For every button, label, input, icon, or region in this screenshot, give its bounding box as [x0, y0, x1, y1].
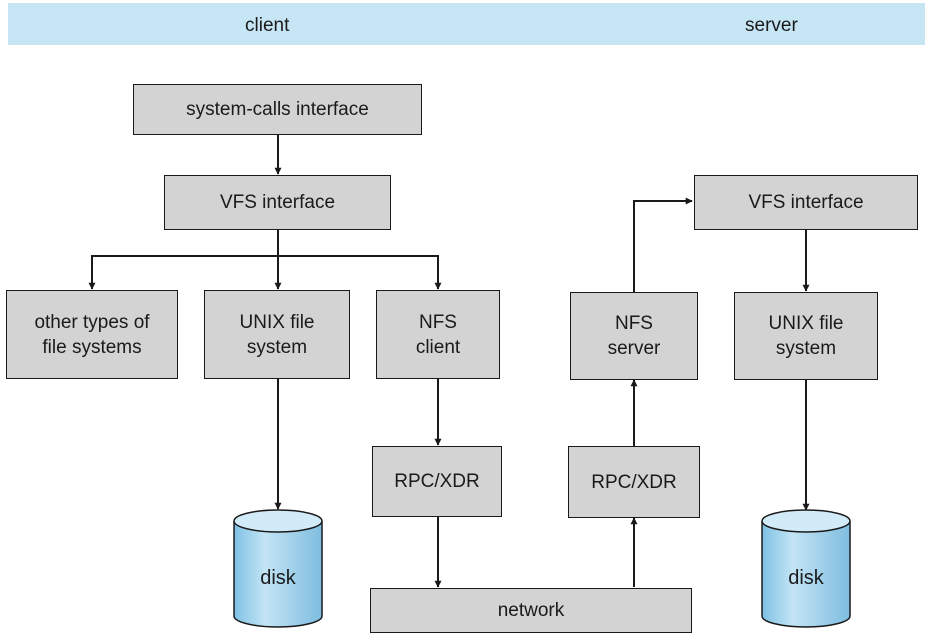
server-unix-label-line1: UNIX file — [768, 313, 844, 334]
network-box: network — [370, 588, 692, 633]
server-unix-label-line2: system — [775, 338, 837, 359]
client-server-banner — [8, 3, 925, 45]
client-unix-file-system-box: UNIX file system — [204, 290, 350, 379]
server-disk-label: disk — [788, 567, 824, 589]
client-disk-icon — [233, 509, 323, 628]
server-rpc-xdr-box: RPC/XDR — [568, 446, 700, 518]
nfs-server-box: NFS server — [570, 292, 698, 380]
client-rpc-xdr-box: RPC/XDR — [372, 446, 502, 517]
server-disk-icon — [761, 509, 851, 628]
client-rpc-xdr-label: RPC/XDR — [394, 471, 480, 492]
server-unix-file-system-box: UNIX file system — [734, 292, 878, 380]
system-calls-interface-box: system-calls interface — [133, 84, 422, 135]
arrow-vfs-to-other-fs — [88, 229, 279, 290]
nfs-client-label-line1: NFS — [418, 311, 457, 333]
client-unix-label-line2: system — [246, 336, 308, 358]
arrow-nfs-server-to-vfs — [633, 197, 693, 292]
client-vfs-interface-label: VFS interface — [219, 192, 336, 213]
system-calls-interface-label: system-calls interface — [186, 99, 369, 120]
client-vfs-interface-box: VFS interface — [164, 175, 391, 230]
other-file-systems-label-line2: file systems — [42, 336, 142, 358]
nfs-server-label-line2: server — [607, 338, 661, 359]
client-disk-label: disk — [260, 567, 296, 589]
arrow-vfs-to-nfs-client — [278, 255, 442, 290]
nfs-client-label-line2: client — [415, 336, 461, 358]
server-rpc-xdr-label: RPC/XDR — [591, 471, 677, 493]
nfs-server-label-line1: NFS — [614, 313, 653, 334]
network-label: network — [497, 600, 565, 621]
server-vfs-interface-box: VFS interface — [694, 175, 918, 230]
other-file-systems-box: other types of file systems — [6, 290, 178, 379]
server-heading: server — [745, 15, 798, 36]
nfs-client-box: NFS client — [376, 290, 500, 379]
server-vfs-interface-label: VFS interface — [748, 192, 864, 213]
other-file-systems-label-line1: other types of — [34, 311, 150, 333]
client-unix-label-line1: UNIX file — [239, 311, 315, 333]
client-heading: client — [245, 15, 290, 36]
